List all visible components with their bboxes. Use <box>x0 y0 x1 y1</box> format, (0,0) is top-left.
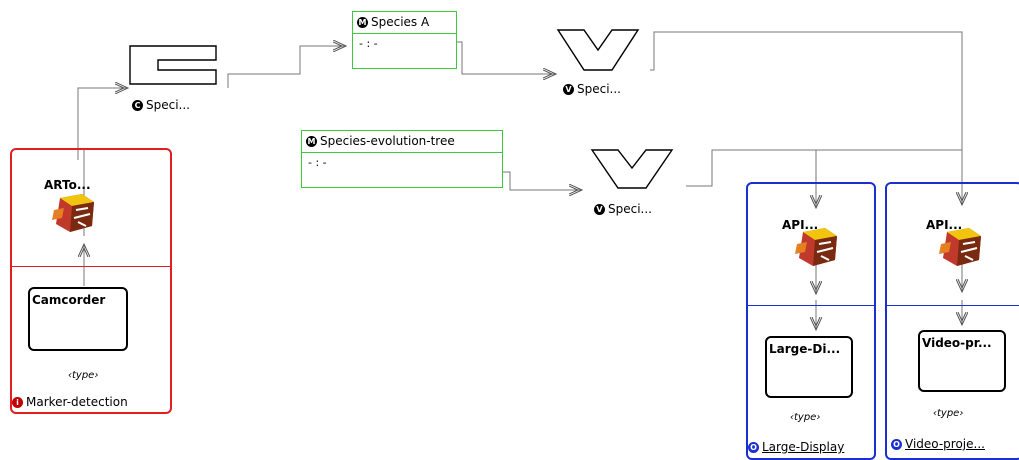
info-icon: i <box>12 397 23 408</box>
camcorder-box[interactable]: Camcorder <box>28 287 128 351</box>
species-evolution-tree-row: - : - <box>308 156 327 169</box>
puzzle-cube-icon[interactable] <box>793 226 839 270</box>
video-projector-box-label: Video-pr... <box>922 336 992 350</box>
camcorder-box-label: Camcorder <box>32 293 106 307</box>
object-icon: O <box>891 439 902 450</box>
marker-art-label: ARTo... <box>44 178 91 192</box>
v-badge-icon: V <box>563 84 574 95</box>
puzzle-cube-icon[interactable] <box>937 226 983 270</box>
object-icon: O <box>748 442 759 453</box>
marker-detection-panel[interactable] <box>10 148 172 414</box>
species-a-row: - : - <box>359 37 378 50</box>
video-projector-box[interactable]: Video-pr... <box>918 330 1006 392</box>
large-art-label: API... <box>782 218 819 232</box>
large-type-label: ‹type› <box>790 412 821 423</box>
v-badge-icon: V <box>594 204 605 215</box>
marker-type-label: ‹type› <box>68 370 99 381</box>
v-funnel-icon[interactable] <box>556 28 640 72</box>
species-evolution-tree-title: Species-evolution-tree <box>320 134 455 148</box>
large-display-box[interactable]: Large-Di... <box>765 336 853 398</box>
species-a-title: Species A <box>371 15 430 29</box>
large-display-box-label: Large-Di... <box>769 342 841 356</box>
c-badge-icon: C <box>132 100 143 111</box>
c-bracket-icon[interactable] <box>128 44 218 88</box>
m-badge-icon: M <box>306 136 317 147</box>
v-funnel-icon[interactable] <box>590 148 674 190</box>
puzzle-cube-icon[interactable] <box>50 192 96 234</box>
video-type-label: ‹type› <box>933 408 964 419</box>
video-art-label: API... <box>926 218 963 232</box>
m-badge-icon: M <box>357 17 368 28</box>
